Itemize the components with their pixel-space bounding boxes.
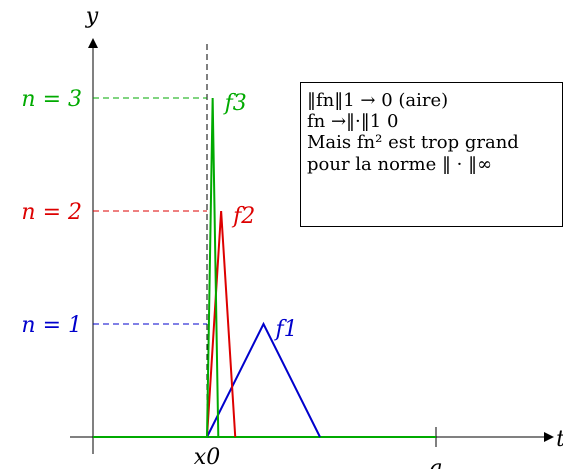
function-label-f1: f1: [274, 317, 298, 342]
note-line-norm1: ‖fn‖1 → 0 (aire): [307, 90, 449, 111]
y-axis-label: y: [85, 4, 99, 29]
note-line-square: Mais fn² est trop grand: [307, 132, 519, 154]
note-box: ‖fn‖1 → 0 (aire) fn →‖·‖1 0 Mais fn² est…: [300, 82, 563, 227]
level-label-2: n = 2: [21, 200, 82, 225]
function-label-f3: f3: [223, 91, 247, 116]
level-labels: n = 1 n = 2 n = 3: [21, 87, 82, 338]
x0-label: x0: [194, 445, 220, 469]
level-label-1: n = 1: [21, 313, 82, 338]
t-axis-label: t: [556, 427, 563, 452]
x0-label-text: x0: [194, 445, 220, 469]
function-labels: f1 f2 f3: [223, 91, 298, 342]
function-curve-f1: [206, 321, 321, 438]
level-guides: [93, 97, 207, 325]
a-label: a: [429, 456, 442, 469]
function-label-f2: f2: [231, 204, 255, 229]
level-label-3: n = 3: [21, 87, 82, 112]
note-line-infinity-norm: pour la norme ‖ · ‖∞: [307, 153, 493, 175]
function-curves: [93, 97, 436, 438]
function-curve-f3: [206, 97, 220, 438]
function-curve-f2: [206, 210, 237, 438]
note-line-convergence: fn →‖·‖1 0: [307, 111, 399, 133]
